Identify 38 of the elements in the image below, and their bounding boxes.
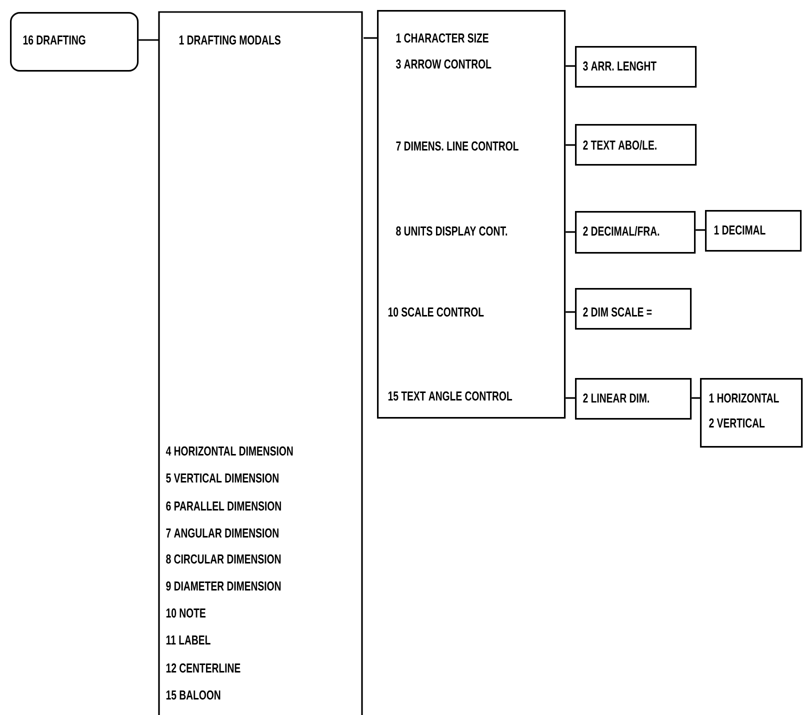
- menu-item: 1 CHARACTER SIZE: [396, 33, 488, 43]
- menu-item: 1 HORIZONTAL: [709, 393, 779, 403]
- connector-line: [364, 37, 377, 39]
- menu-box: 2 DECIMAL/FRA.: [575, 211, 696, 254]
- connector-line: [566, 65, 575, 67]
- menu-panel: [158, 11, 363, 715]
- menu-box: [700, 378, 803, 448]
- connector-line: [138, 39, 159, 41]
- connector-line: [566, 231, 575, 233]
- menu-item: 15 TEXT ANGLE CONTROL: [388, 391, 512, 401]
- connector-line: [566, 311, 575, 313]
- menu-item: 3 ARROW CONTROL: [396, 59, 492, 69]
- menu-box: 2 TEXT ABO/LE.: [575, 124, 697, 166]
- menu-item: 8 UNITS DISPLAY CONT.: [396, 226, 508, 236]
- connector-line: [696, 229, 705, 231]
- menu-item: 2 VERTICAL: [709, 418, 765, 428]
- menu-item: 11 LABEL: [166, 636, 210, 644]
- menu-item: 9 DIAMETER DIMENSION: [166, 581, 281, 591]
- menu-item: 7 ANGULAR DIMENSION: [166, 528, 278, 538]
- connector-line: [566, 144, 575, 146]
- menu-item: 10 SCALE CONTROL: [388, 307, 484, 317]
- menu-item: 8 CIRCULAR DIMENSION: [166, 554, 281, 564]
- menu-box: 3 ARR. LENGHT: [575, 46, 697, 88]
- menu-item: 1 DRAFTING MODALS: [179, 35, 280, 45]
- menu-box: 1 DECIMAL: [705, 210, 802, 252]
- menu-panel: [377, 10, 566, 419]
- menu-item: 4 HORIZONTAL DIMENSION: [166, 446, 293, 456]
- connector-line: [692, 397, 700, 399]
- menu-item: 12 CENTERLINE: [166, 663, 240, 673]
- menu-box: 2 LINEAR DIM.: [575, 378, 692, 420]
- menu-item: 6 PARALLEL DIMENSION: [166, 501, 281, 511]
- menu-box: 16 DRAFTING: [10, 12, 139, 72]
- connector-line: [566, 397, 575, 399]
- menu-item: 15 BALOON: [166, 690, 220, 700]
- menu-item: 10 NOTE: [166, 608, 206, 618]
- menu-item: 5 VERTICAL DIMENSION: [166, 473, 278, 483]
- menu-box: 2 DIM SCALE =: [575, 288, 692, 330]
- menu-item: 7 DIMENS. LINE CONTROL: [396, 141, 518, 151]
